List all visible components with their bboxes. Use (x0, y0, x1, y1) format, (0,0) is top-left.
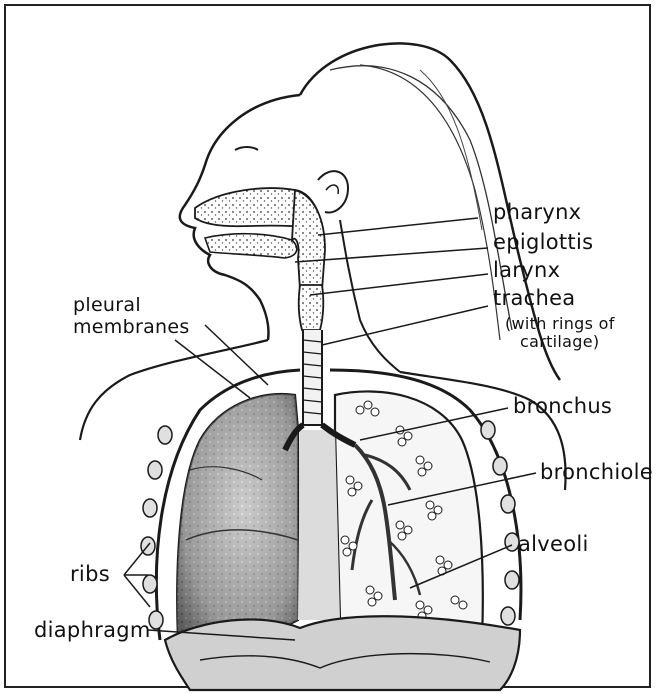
label-membranes: membranes (73, 316, 190, 338)
label-trachea-note-1: (with rings of (505, 315, 615, 333)
rib-ends-right (481, 421, 519, 625)
larynx-shape (299, 285, 324, 330)
label-pleural: pleural (73, 294, 141, 316)
label-larynx: larynx (493, 258, 560, 282)
label-diaphragm: diaphragm (34, 618, 151, 642)
pharynx-tube (292, 190, 325, 290)
label-bronchus: bronchus (513, 394, 612, 418)
label-trachea-note-2: cartilage) (520, 333, 599, 351)
label-ribs: ribs (70, 562, 110, 586)
ear (318, 171, 348, 212)
trachea-tube (303, 330, 322, 425)
diaphragm-shape (165, 616, 520, 690)
label-alveoli: alveoli (518, 532, 589, 556)
label-pharynx: pharynx (493, 200, 581, 224)
label-trachea: trachea (493, 286, 575, 310)
oral-cavity (205, 234, 297, 258)
label-bronchiole: bronchiole (540, 460, 653, 484)
label-epiglottis: epiglottis (493, 230, 593, 254)
